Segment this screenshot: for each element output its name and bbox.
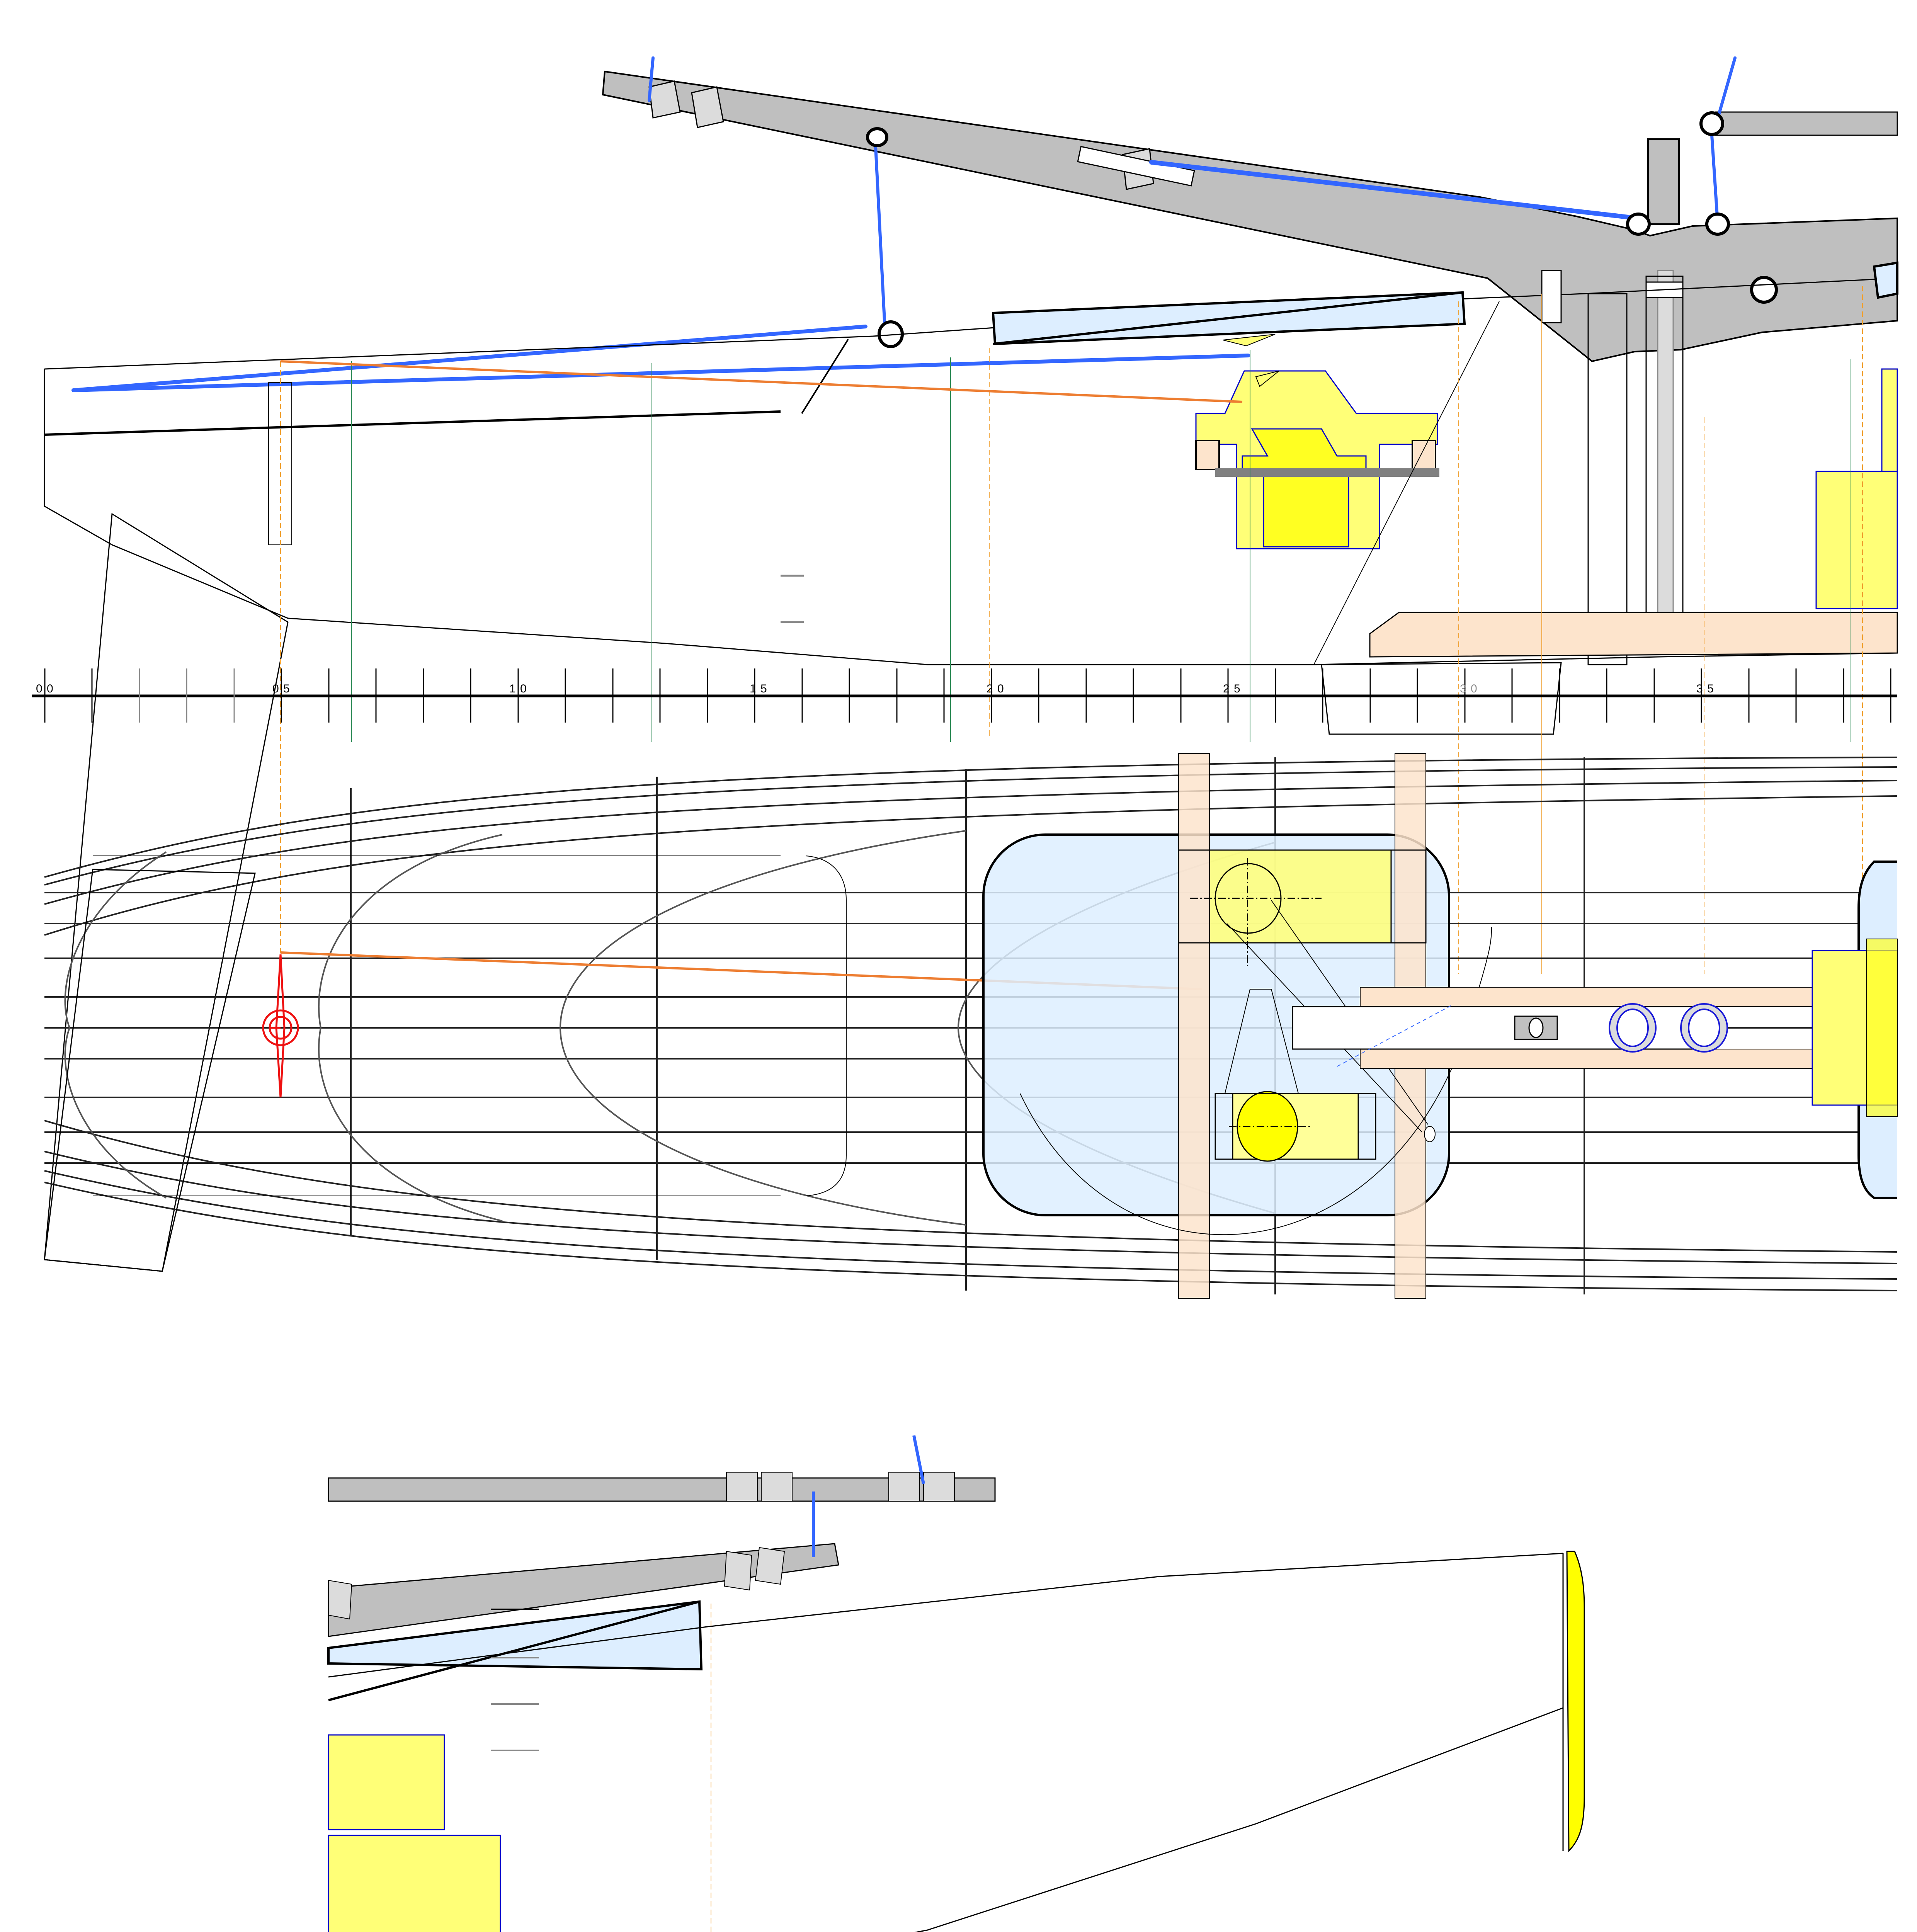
boom-slot [1077,146,1195,187]
wedge-lower [327,1600,703,1671]
control-line [280,360,1243,403]
ruler-label-1-5-b: 5 [760,682,767,695]
frame [1178,753,1210,1299]
ruler-label-2-0-a: 2 [987,682,993,695]
fairlead-rings [866,111,1778,348]
ruler-label-0-0-b: 0 [47,682,53,695]
bulkhead [1541,270,1562,323]
ruler-label-3-5-a: 3 [1696,682,1703,695]
ruler-label-0-5-a: 0 [272,682,279,695]
ruler-label-0-0-a: 0 [36,682,43,695]
ruler-label-0-5-b: 5 [283,682,290,695]
jib-boom [1715,111,1898,136]
lower-side-view [327,1435,1585,1932]
ruler-label-1-5-a: 1 [750,682,756,695]
sheer-line [44,410,781,436]
ruler-label-3-5-b: 5 [1707,682,1714,695]
ruler-label-1-0-b: 0 [520,682,527,695]
servo-plan [1209,849,1392,944]
reference-lines [280,286,1863,974]
servo [1242,428,1367,548]
station-lines [351,350,1851,742]
rudder-marker [262,954,299,1098]
battery-lower [328,1835,501,1932]
servo-arm-marker [1223,334,1276,347]
jib-boom-lower [328,1477,996,1502]
ruler-label-2-5-b: 5 [1234,682,1240,695]
hull-profile-lower [914,1707,1563,1932]
keel-trunk [1369,612,1898,658]
boom [602,70,1898,362]
mast-rings [1609,1003,1728,1053]
ruler-label-3-0-b: 0 [1471,682,1477,695]
battery [1881,368,1898,472]
rigging-lines [71,56,1737,392]
boom-sleeve [691,86,724,128]
mast-tube [1657,270,1674,654]
bow-bumper [1566,1551,1585,1852]
wedge [1873,261,1898,299]
boom-lower [328,1543,839,1637]
bulkhead [1587,293,1628,665]
fin-keel [1321,662,1562,735]
battery [1815,471,1898,609]
servo-arm-marker [1255,371,1279,387]
ruler-label-2-5-a: 2 [1223,682,1230,695]
servo-plate [1215,468,1439,477]
ruler-label-3-0-a: 3 [1460,682,1466,695]
servo-tab [1195,440,1220,470]
battery-lower [328,1734,445,1830]
deck-line-lower [328,1553,1563,1678]
boom-sleeve [648,80,681,119]
upper-plan-view [44,753,1898,1299]
upper-side-view [44,56,1898,1272]
upper-ruler: 0 0 0 5 1 0 1 5 2 0 2 5 3 0 3 5 [32,668,1897,723]
ruler-label-1-0-a: 1 [509,682,516,695]
ruler-label-2-0-b: 0 [997,682,1004,695]
mast [1647,138,1680,225]
hull-profile [44,369,1898,665]
